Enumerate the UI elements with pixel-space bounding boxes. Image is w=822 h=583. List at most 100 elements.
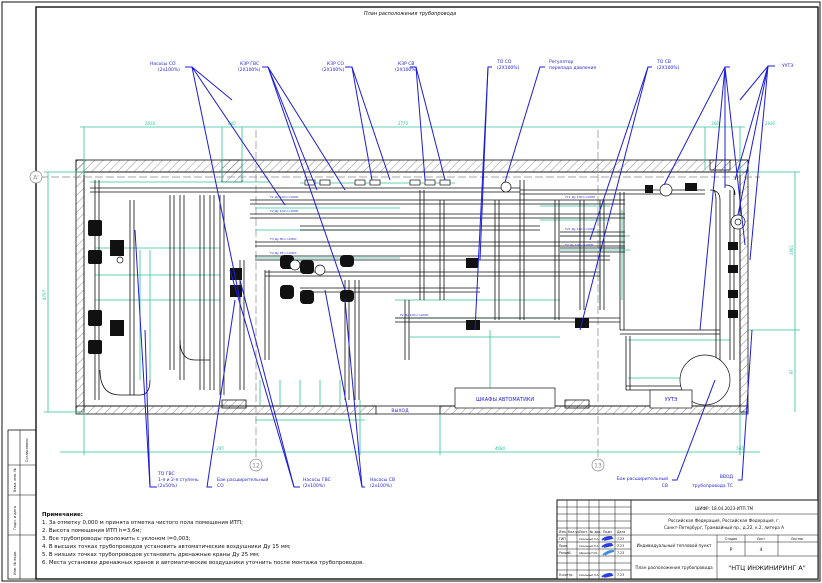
callout-texts-top: Насосы СО (2х100%) КЗР ГВС (2Х100%) КЗР … — [150, 59, 793, 73]
dim-top-1: 2650 — [145, 121, 156, 126]
callout-pumps-sv-sub: (2х100%) — [370, 483, 392, 489]
piping — [90, 180, 736, 400]
dim-top-3: 3770 — [398, 121, 409, 126]
tb-date: 7.23 — [617, 551, 624, 555]
room-automation-label: ШКАФЫ АВТОМАТИКИ — [476, 397, 535, 403]
tb-address-2: Санкт-Петербург, Трамвайный пр., д.22, к… — [664, 525, 784, 530]
callout-pumps-gvs-sub: (2х100%) — [303, 483, 325, 489]
callout-leader-uute-lines — [734, 65, 769, 261]
tb-name: Абрамов П.Ю. — [579, 551, 598, 555]
note-item: 2. Высота помещения ИТП h=3,6м; — [42, 528, 141, 534]
dim-bottom-1: 395 — [216, 446, 224, 451]
callout-kzr-gvs: КЗР ГВС — [240, 61, 259, 67]
drawing-title: План расположения трубопровода — [364, 11, 456, 17]
note-item: 3. Все трубопроводы проложить с уклоном … — [42, 536, 191, 542]
pipe-label: Т4 Ду 65 L=2000 — [270, 251, 296, 255]
dim-top-5: 2930 — [765, 121, 776, 126]
callout-to-co: ТО СО — [496, 59, 512, 65]
tb-sheet-header: Лист — [757, 537, 765, 541]
building-walls — [75, 159, 749, 415]
axis-marker-a — [29, 170, 43, 184]
signature-icon — [601, 536, 614, 541]
callout-to-co-sub: (2Х100%) — [497, 65, 520, 71]
callout-tank-sv: Бак расширительный — [617, 475, 668, 482]
dim-right-top: 1861 — [789, 245, 794, 255]
callout-tank-sv-sub: СВ — [662, 483, 668, 489]
signature-icon — [601, 543, 614, 548]
callout-to-sv: ТО СВ — [656, 59, 671, 65]
pipe-labels: Т1 Ду 100 L=2000 Т2 Ду 100 L=2000 Т3 Ду … — [270, 195, 595, 317]
callout-kzr-gvs-sub: (2Х100%) — [238, 67, 261, 73]
axis-marker-12 — [249, 458, 263, 472]
left-stamp: Инв. № подл. Подп. и дата Взам. инв. № С… — [7, 429, 37, 580]
stamp-replaced: Взам. инв. № — [13, 468, 17, 492]
dim-right-bottom: 97 — [789, 369, 794, 375]
signatures — [601, 536, 615, 578]
callout-regulator-sub: перепада давления — [549, 66, 596, 71]
pipe-label: Т3 Ду 80 L=2000 — [270, 237, 296, 241]
pipe-label: Т21 Ду 100 L=2000 — [565, 227, 595, 231]
tb-sheet-number: 4 — [760, 547, 763, 553]
dim-bottom-2: 4680 — [495, 446, 506, 451]
notes: Примечание: 1. За отметку 0,000 м принят… — [42, 512, 364, 566]
pipe-label: Т1 Ду 100 L=2000 — [270, 195, 298, 199]
tb-date: 7.23 — [617, 573, 624, 577]
signature-icon — [601, 573, 614, 578]
callout-pumps-sv: Насосы СВ — [370, 477, 395, 483]
tb-date: 7.23 — [617, 544, 624, 548]
callouts-bottom — [134, 229, 753, 488]
callout-input: ВВОД — [720, 474, 734, 480]
tb-col-izm: Изм. — [559, 530, 567, 534]
tb-role: Разраб. — [559, 551, 572, 555]
tb-address-1: Российская Федерация, Российская Федерац… — [668, 518, 780, 523]
callout-input-sub: трубопровода ТС — [692, 483, 733, 489]
axis-label-13: 13 — [594, 463, 602, 470]
dim-top-2: 600 — [228, 121, 236, 126]
note-item: 4. В высших точках трубопроводов установ… — [42, 544, 291, 550]
callout-uute: УУТЭ — [782, 63, 793, 69]
callouts-top — [185, 66, 746, 331]
callout-pumps-gvs: Насосы ГВС — [303, 477, 331, 483]
room-uute-label: УУТЭ — [665, 397, 678, 403]
tb-role: Пров. — [559, 544, 568, 548]
callout-tank-co-sub: СО — [217, 483, 224, 489]
tb-object: Индивидуальный тепловой пункт — [637, 543, 712, 548]
dim-left: 4797 — [42, 289, 47, 300]
dim-top-4: 360 — [711, 121, 719, 126]
stamp-agreed: Согласовано — [25, 438, 29, 462]
callout-tank-co: Бак расширительный — [217, 476, 268, 483]
tb-role: Н.контр. — [559, 573, 573, 577]
tb-col-date: Дата — [617, 530, 625, 534]
tb-col-kol: Кол.уч. — [568, 530, 580, 534]
note-item: 6. Места установки дренажных кранов и ав… — [42, 560, 364, 566]
tb-sheet-title: План расположения трубопровода — [635, 565, 713, 570]
callout-to-gvs: ТО ГВС — [157, 471, 175, 477]
stamp-inv-no: Инв. № подл. — [13, 551, 17, 575]
tb-name: Смольный Л.А. — [579, 573, 599, 577]
axis-label-12: 12 — [252, 463, 260, 470]
dim-bottom-3: 565 — [736, 446, 744, 451]
callout-kzr-co-sub: (2Х100%) — [322, 67, 345, 73]
pipe-label: Т11 Ду 100 L=2000 — [565, 195, 595, 199]
axis-lines: А' 12 13 — [29, 130, 760, 472]
note-item: 5. В низших точках трубопроводов установ… — [42, 552, 260, 558]
tb-sheets-header: Листов — [791, 537, 803, 541]
tb-role: ГИП — [559, 537, 566, 541]
pipe-label: Т2 Ду 100 L=2000 — [565, 243, 593, 247]
callout-kzr-sv: КЗР СВ — [398, 61, 414, 67]
tb-code: ШИФР: 18.04.2023-ИТП.ТМ — [695, 506, 754, 511]
callout-pumps-co: Насосы СО — [150, 61, 176, 67]
room-exit-label: ВЫХОД — [391, 408, 409, 414]
callout-to-gvs-sub1: 1-я и 2-я ступень — [158, 477, 199, 483]
callout-texts-bottom: ТО ГВС 1-я и 2-я ступень (2х50%) Бак рас… — [157, 471, 733, 489]
pipe-label: Т1 Ду 100 L=2000 — [400, 313, 428, 317]
callout-to-sv-sub: (2Х100%) — [657, 65, 680, 71]
tb-name: Смольный Л.А. — [579, 544, 599, 548]
stamp-sign-date: Подп. и дата — [13, 506, 17, 530]
dimension-texts: 2650 600 3770 360 2930 4797 1861 97 395 … — [42, 121, 794, 451]
tb-col-doc: № док. — [590, 530, 601, 534]
notes-heading: Примечание: — [42, 512, 83, 518]
pipe-label: Т2 Ду 100 L=2000 — [270, 209, 298, 213]
